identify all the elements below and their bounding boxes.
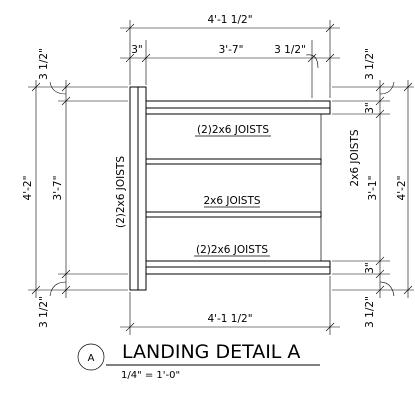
- bottom-joist-inner: [145, 260, 331, 268]
- dim-top-right: 3 1/2": [274, 44, 306, 56]
- dim-right-top-inner: 3": [364, 102, 376, 114]
- dim-top-left: 3": [131, 44, 143, 56]
- bottom-joist-label: (2)2x6 JOISTS: [196, 244, 268, 256]
- top-joist-outer: [145, 100, 331, 109]
- top-joist-label: (2)2x6 JOISTS: [197, 124, 269, 136]
- left-joist-label: (2)2x6 JOISTS: [115, 156, 127, 228]
- bottom-joist-outer: [145, 266, 331, 275]
- left-rim-joist-inner: [137, 86, 147, 291]
- left-dimensions: [28, 80, 128, 298]
- framing-plan: [129, 86, 331, 291]
- dim-right-bottom-inner: 3": [364, 262, 376, 274]
- right-joist-label: 2x6 JOISTS: [349, 129, 361, 186]
- detail-callout-bubble: [77, 343, 105, 371]
- right-dimensions: [332, 80, 414, 298]
- detail-callout-letter: A: [88, 353, 95, 364]
- dim-top-overall: 4'-1 1/2": [207, 14, 252, 26]
- dim-right-bottom-outer: 3 1/2": [364, 296, 376, 328]
- dim-bottom-overall: 4'-1 1/2": [207, 313, 252, 325]
- dim-top-middle: 3'-7": [219, 44, 244, 56]
- dim-left-overall: 4'-2": [22, 176, 34, 201]
- top-dimensions: [120, 20, 340, 98]
- drawing-title: LANDING DETAIL A: [122, 341, 300, 363]
- dim-right-top-outer: 3 1/2": [364, 48, 376, 80]
- bottom-dimension: [120, 276, 340, 335]
- middle-joist-upper: [145, 158, 322, 165]
- dim-left-middle: 3'-7": [52, 176, 64, 201]
- middle-joist-label: 2x6 JOISTS: [203, 195, 260, 207]
- title-block: A LANDING DETAIL A 1/4" = 1'-0": [77, 341, 320, 381]
- middle-joist-lower: [145, 211, 322, 218]
- dim-left-bottom: 3 1/2": [38, 296, 50, 328]
- drawing-scale: 1/4" = 1'-0": [121, 370, 180, 381]
- dim-left-top: 3 1/2": [38, 48, 50, 80]
- left-rim-joist-outer: [129, 86, 139, 291]
- top-joist-inner: [145, 107, 331, 115]
- dim-right-middle: 3'-1": [367, 176, 379, 201]
- dim-right-overall: 4'-2": [396, 176, 408, 201]
